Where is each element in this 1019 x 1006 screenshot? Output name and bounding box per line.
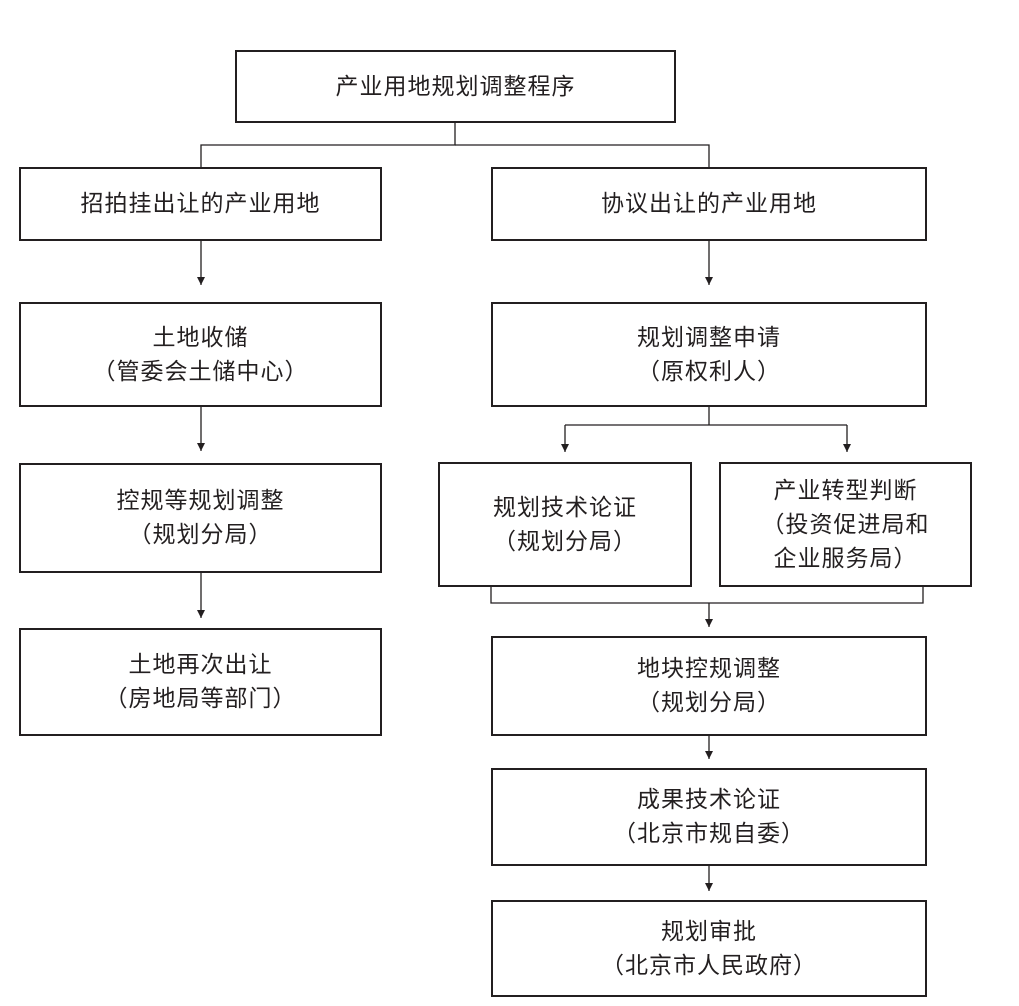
regulatory-plan-adjust-title: 控规等规划调整 [116, 488, 285, 514]
result-review-box: 成果技术论证 （北京市规自委） [491, 768, 927, 866]
root-split-connector-right [455, 144, 710, 168]
industry-judgement-box: 产业转型判断 （投资促进局和 企业服务局） [719, 462, 972, 587]
root-box: 产业用地规划调整程序 [235, 50, 676, 123]
land-storage-agency: （管委会土储中心） [92, 358, 309, 385]
land-resale-agency: （房地局等部门） [104, 686, 297, 712]
application-title: 规划调整申请 [637, 324, 781, 351]
left-header-box: 招拍挂出让的产业用地 [19, 167, 382, 241]
land-resale-box: 土地再次出让 （房地局等部门） [19, 628, 382, 736]
technical-review-box: 规划技术论证 （规划分局） [438, 462, 692, 587]
regulatory-plan-adjust-box: 控规等规划调整 （规划分局） [19, 463, 382, 573]
plan-approval-box: 规划审批 （北京市人民政府） [491, 900, 927, 997]
result-review-title: 成果技术论证 [637, 787, 781, 813]
parallel-merge-connector [490, 586, 924, 604]
plot-regulatory-adjust-agency: （规划分局） [637, 690, 781, 716]
application-agency: （原权利人） [637, 358, 781, 385]
root-title: 产业用地规划调整程序 [335, 73, 576, 100]
root-split-connector [200, 122, 456, 168]
plan-approval-agency: （北京市人民政府） [601, 952, 817, 979]
right-header-title: 协议出让的产业用地 [601, 191, 817, 217]
industry-judgement-agency-line2: 企业服务局） [773, 545, 918, 572]
result-review-agency: （北京市规自委） [613, 821, 805, 847]
left-header-title: 招拍挂出让的产业用地 [80, 191, 321, 217]
application-box: 规划调整申请 （原权利人） [491, 302, 927, 407]
land-resale-title: 土地再次出让 [128, 652, 273, 678]
technical-review-title: 规划技术论证 [493, 494, 637, 521]
industry-judgement-agency-line1: （投资促进局和 [761, 511, 930, 538]
plot-regulatory-adjust-title: 地块控规调整 [637, 656, 781, 682]
plan-approval-title: 规划审批 [661, 918, 757, 945]
land-storage-box: 土地收储 （管委会土储中心） [19, 302, 382, 407]
land-storage-title: 土地收储 [152, 324, 249, 351]
plot-regulatory-adjust-box: 地块控规调整 （规划分局） [491, 636, 927, 736]
technical-review-agency: （规划分局） [493, 528, 637, 555]
regulatory-plan-adjust-agency: （规划分局） [128, 522, 273, 548]
right-header-box: 协议出让的产业用地 [491, 167, 927, 241]
industry-judgement-title: 产业转型判断 [773, 477, 918, 504]
